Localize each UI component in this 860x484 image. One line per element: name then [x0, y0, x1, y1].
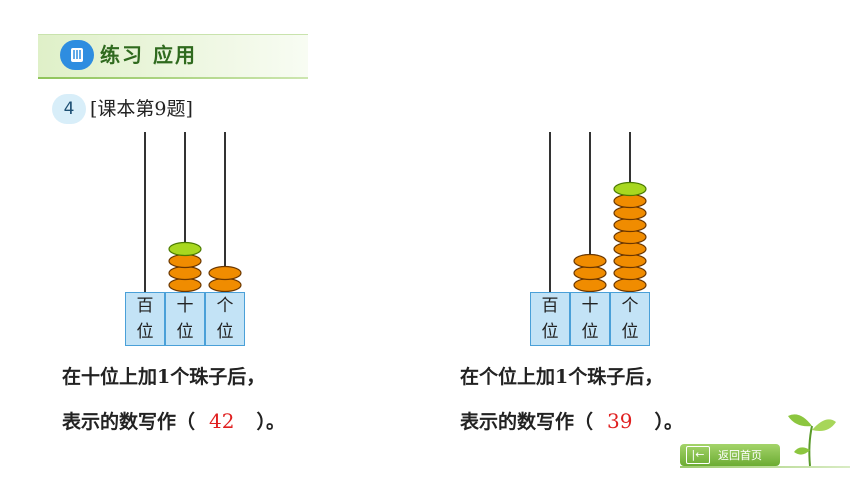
bead-tens-right: [573, 277, 607, 293]
bead-tens-right: [573, 265, 607, 281]
section-header-underline: [38, 77, 308, 79]
place-label-hundreds-left: 百位: [125, 292, 165, 346]
answer-right: 39: [607, 409, 633, 433]
place-label-tens-left: 十位: [165, 292, 205, 346]
place-label-hundreds-right: 百位: [530, 292, 570, 346]
answer-left: 42: [209, 409, 235, 433]
sprout-icon: [788, 414, 836, 467]
bead-ones-right: [613, 241, 647, 257]
place-label-ones-right: 个位: [610, 292, 650, 346]
place-label-ones-left: 个位: [205, 292, 245, 346]
bead-tens-left: [168, 277, 202, 293]
bead-ones-left: [208, 265, 242, 281]
home-button[interactable]: |← 返回首页: [680, 444, 780, 466]
place-label-tens-right: 十位: [570, 292, 610, 346]
problem-left-suffix: ）。: [256, 411, 285, 433]
bead-ones-right: [613, 229, 647, 245]
problem-left-prefix: 表示的数写作（: [62, 411, 196, 433]
problem-left-line1: 在十位上加1个珠子后，: [62, 366, 266, 388]
exercise-number-badge: 4: [52, 94, 86, 124]
bead-ones-left: [208, 277, 242, 293]
problem-right-prefix: 表示的数写作（: [460, 411, 594, 433]
bead-tens-left: [168, 253, 202, 269]
footer-baseline: [680, 466, 850, 468]
bead-ones-right: [613, 193, 647, 209]
problem-left-line2: 表示的数写作（ 42 ）。: [62, 406, 285, 436]
bead-ones-right: [613, 277, 647, 293]
exercise-reference: [课本第9题]: [90, 98, 193, 120]
added-bead-tens-left: [168, 241, 202, 257]
bead-ones-right: [613, 205, 647, 221]
back-arrow-icon: |←: [686, 446, 710, 464]
problem-right-line2: 表示的数写作（ 39 ）。: [460, 406, 683, 436]
added-bead-ones-right: [613, 181, 647, 197]
problem-right-suffix: ）。: [654, 411, 683, 433]
notebook-icon: [60, 40, 94, 70]
home-button-label: 返回首页: [718, 449, 762, 462]
bead-ones-right: [613, 253, 647, 269]
bead-ones-right: [613, 217, 647, 233]
bead-tens-right: [573, 253, 607, 269]
bead-tens-left: [168, 265, 202, 281]
bead-ones-right: [613, 265, 647, 281]
section-title: 练习 应用: [100, 43, 197, 67]
problem-right-line1: 在个位上加1个珠子后，: [460, 366, 664, 388]
